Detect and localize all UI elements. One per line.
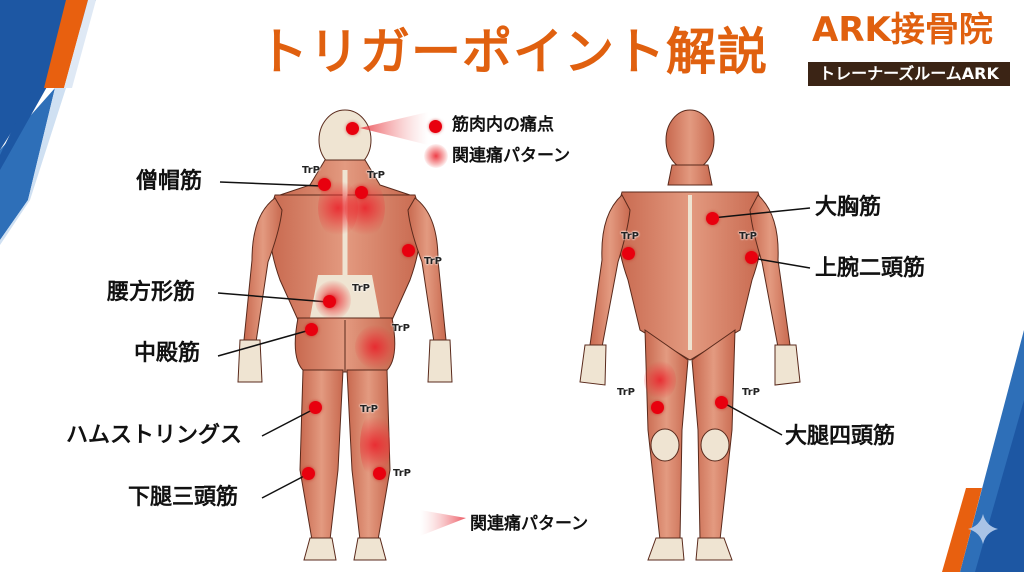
trigger-point-calf-left <box>302 467 315 480</box>
trigger-point-pectoralis <box>706 212 719 225</box>
brand-subtitle: トレーナーズルームARK <box>808 62 1010 86</box>
corner-stripe-orange-top <box>44 0 88 88</box>
leader-lines <box>217 181 811 499</box>
trigger-point-quad-left <box>651 401 664 414</box>
referred-pain-area <box>644 360 676 400</box>
trigger-point-biceps-left <box>622 247 635 260</box>
legend-referred-label: 関連痛パターン <box>452 146 571 166</box>
trigger-point-calf-right <box>373 467 386 480</box>
label-gluteus-medius: 中殿筋 <box>134 341 201 366</box>
trp-tag: TrP <box>393 468 411 479</box>
trigger-point-biceps-right <box>745 251 758 264</box>
page-title: トリガーポイント解説 <box>258 23 768 81</box>
label-pectoralis-major: 大胸筋 <box>815 195 882 220</box>
trp-tag: TrP <box>617 387 635 398</box>
label-biceps-brachii: 上腕二頭筋 <box>815 256 926 281</box>
trigger-point-arm-back <box>402 244 415 257</box>
trigger-point-quadratus-lumborum <box>323 295 336 308</box>
trigger-point-hamstrings <box>309 401 322 414</box>
legend-referred-icon <box>424 144 448 168</box>
trigger-point-trapezius-right <box>355 186 368 199</box>
trp-tag: TrP <box>360 404 378 415</box>
label-trapezius: 僧帽筋 <box>136 169 203 194</box>
trp-tag: TrP <box>352 283 370 294</box>
referred-pain-beam-top <box>360 112 428 145</box>
legend-point-icon <box>429 120 442 133</box>
corner-stripe-orange-bottom <box>942 488 982 572</box>
trigger-point-gluteus-medius <box>305 323 318 336</box>
trp-tag: TrP <box>739 231 757 242</box>
label-quadriceps: 大腿四頭筋 <box>785 424 896 449</box>
trp-tag: TrP <box>367 170 385 181</box>
legend-point-label: 筋肉内の痛点 <box>452 115 554 135</box>
sparkle-icon <box>968 514 998 544</box>
trp-tag: TrP <box>392 323 410 334</box>
trigger-point-quadriceps <box>715 396 728 409</box>
label-hamstrings: ハムストリングス <box>66 423 243 448</box>
trp-tag: TrP <box>621 231 639 242</box>
legend-referred-bottom-label: 関連痛パターン <box>470 514 589 534</box>
trigger-point-trapezius-left <box>318 178 331 191</box>
brand-name: ARK接骨院 <box>812 10 993 50</box>
label-quadratus-lumborum: 腰方形筋 <box>107 280 196 305</box>
trigger-point-head <box>346 122 359 135</box>
front-view-figure <box>579 109 801 561</box>
back-view-figure <box>237 109 453 561</box>
trp-tag: TrP <box>424 256 442 267</box>
referred-pain-area <box>355 325 395 369</box>
trp-tag: TrP <box>742 387 760 398</box>
referred-pain-beam-bottom <box>420 510 466 536</box>
trp-tag: TrP <box>302 165 320 176</box>
label-triceps-surae: 下腿三頭筋 <box>128 485 239 510</box>
